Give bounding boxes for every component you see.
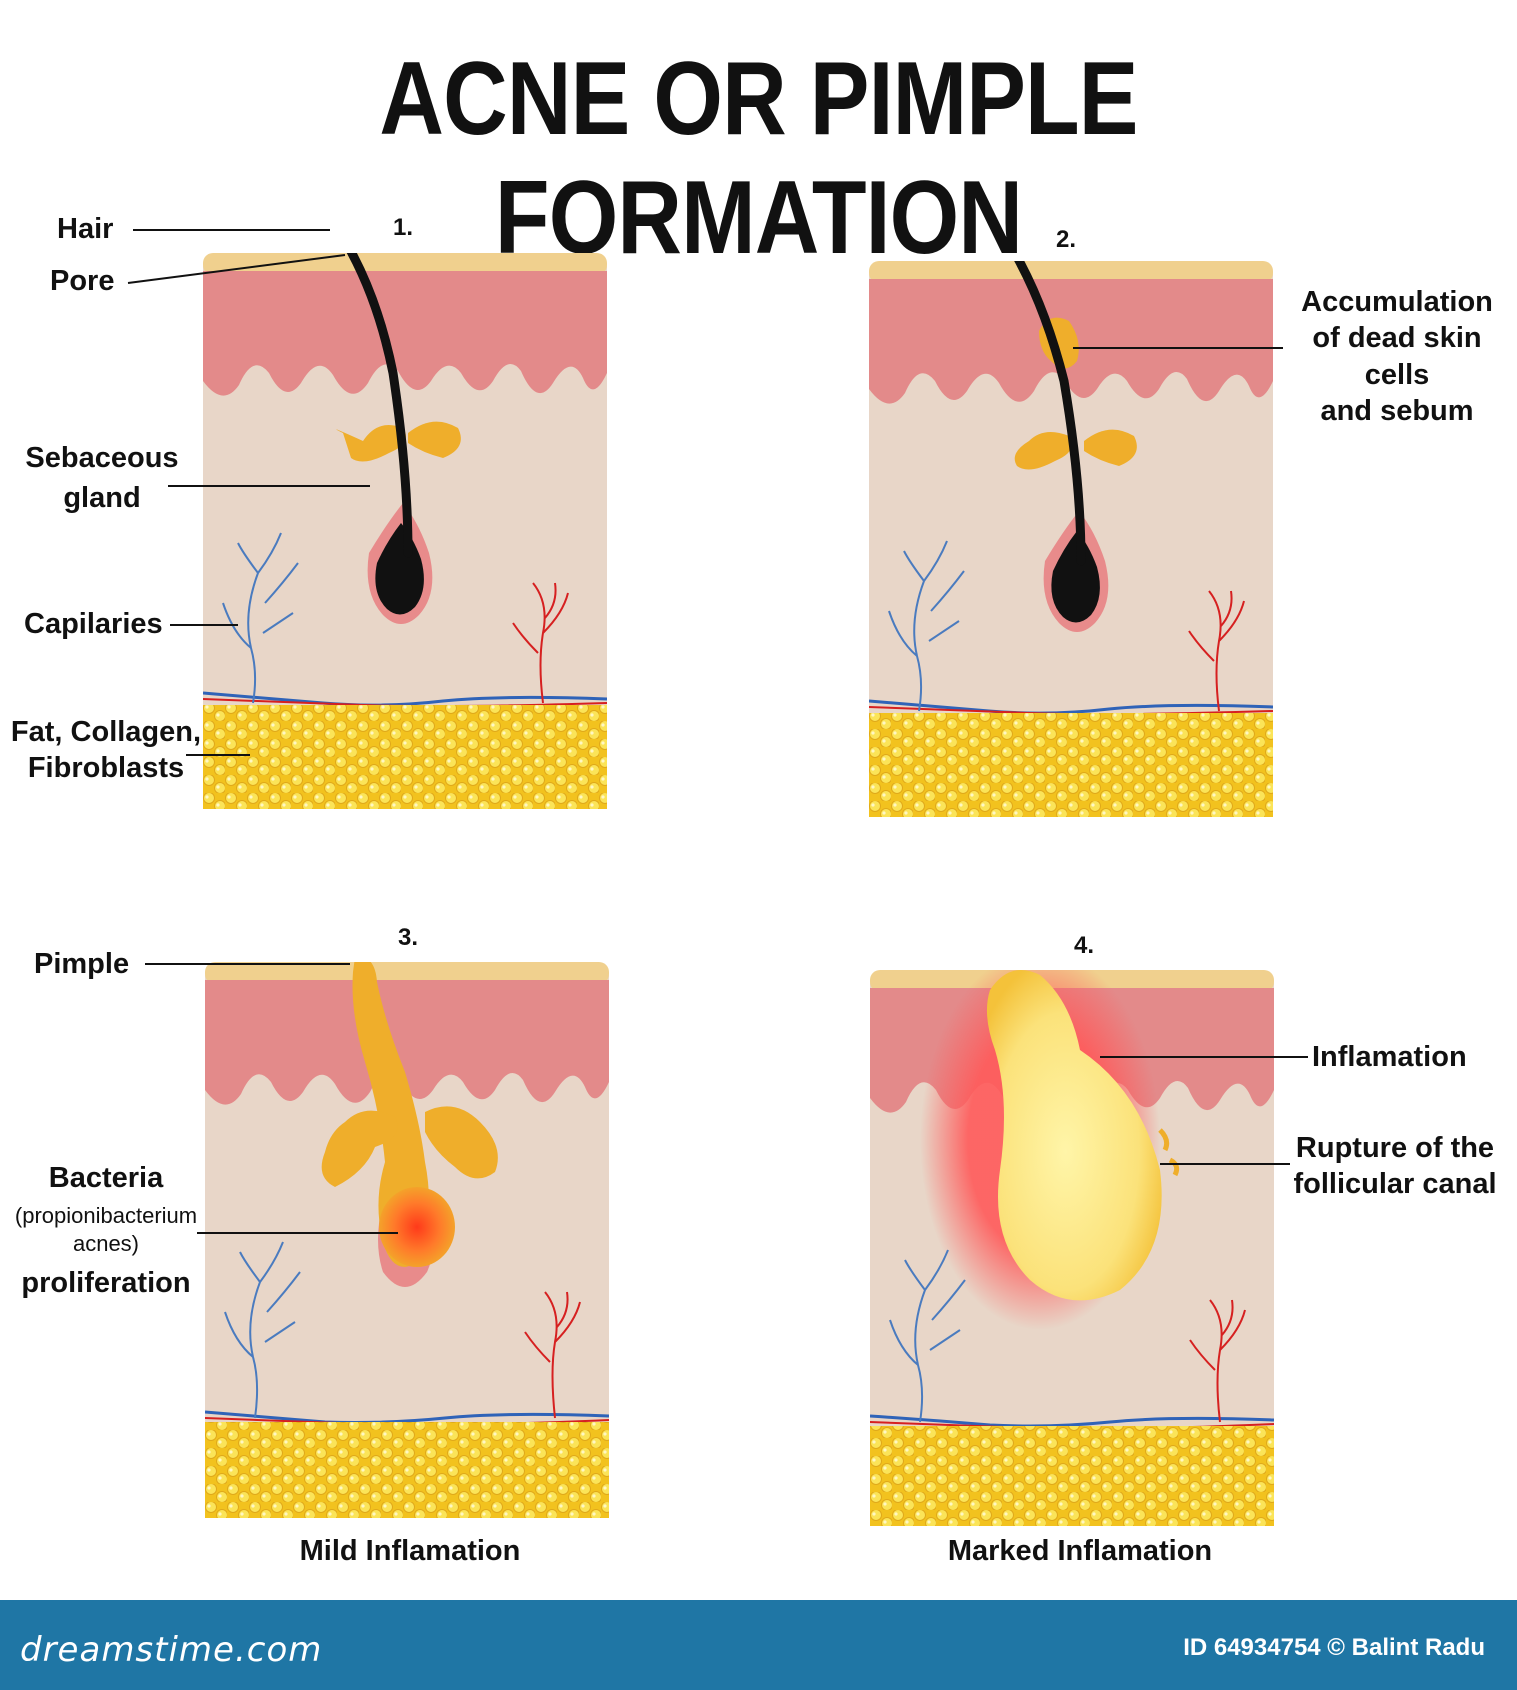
page-title: ACNE OR PIMPLE FORMATION — [379, 41, 1138, 276]
caption-marked-inflamation: Marked Inflamation — [947, 1535, 1213, 1567]
label-sebaceous-line2: gland — [63, 482, 141, 515]
label-rupture-follicular-canal: Rupture of the follicular canal — [1290, 1130, 1500, 1203]
label-capilaries: Capilaries — [24, 608, 163, 640]
label-fat-collagen-fibroblasts: Fat, Collagen, Fibroblasts — [8, 714, 204, 787]
panel-3-number: 3. — [398, 924, 419, 951]
skin-panel-4-marked-inflamation — [870, 970, 1274, 1526]
panel-2-number: 2. — [1056, 226, 1077, 253]
label-bacteria-line4: proliferation — [21, 1267, 191, 1300]
label-pore: Pore — [50, 265, 115, 297]
skin-panel-3-mild-inflamation — [205, 962, 609, 1518]
label-accum-line3: and sebum — [1320, 394, 1474, 427]
label-fat-line2: Fibroblasts — [27, 752, 185, 785]
label-bacteria-line2: (propionibacterium — [14, 1203, 198, 1229]
label-accumulation: Accumulation of dead skin cells and sebu… — [1286, 284, 1508, 429]
label-hair: Hair — [57, 213, 114, 245]
caption-mild-inflamation: Mild Inflamation — [299, 1535, 521, 1567]
footer-bar: dreamstime.com ID 64934754 © Balint Radu — [0, 1600, 1517, 1690]
label-inflamation: Inflamation — [1312, 1041, 1467, 1073]
label-bacteria-proliferation: Bacteria (propionibacterium acnes) proli… — [6, 1160, 206, 1302]
label-bacteria-line3: acnes) — [72, 1230, 140, 1256]
label-accum-line2: of dead skin cells — [1312, 322, 1482, 391]
label-sebaceous-gland: Sebaceous gland — [14, 440, 190, 517]
skin-panel-2-accumulation — [869, 261, 1273, 817]
panel-4-number: 4. — [1074, 932, 1095, 959]
panel-1-number: 1. — [393, 214, 414, 241]
label-fat-line1: Fat, Collagen, — [10, 716, 202, 748]
footer-brand: dreamstime.com — [20, 1630, 323, 1670]
label-rupture-line1: Rupture of the — [1295, 1132, 1495, 1164]
label-rupture-line2: follicular canal — [1293, 1168, 1497, 1201]
label-bacteria-line1: Bacteria — [48, 1162, 164, 1194]
label-pimple: Pimple — [34, 948, 130, 980]
skin-panel-1-normal — [203, 253, 607, 809]
label-accum-line1: Accumulation — [1301, 286, 1493, 318]
footer-credit: ID 64934754 © Balint Radu — [1183, 1634, 1485, 1661]
label-sebaceous-line1: Sebaceous — [25, 442, 179, 474]
